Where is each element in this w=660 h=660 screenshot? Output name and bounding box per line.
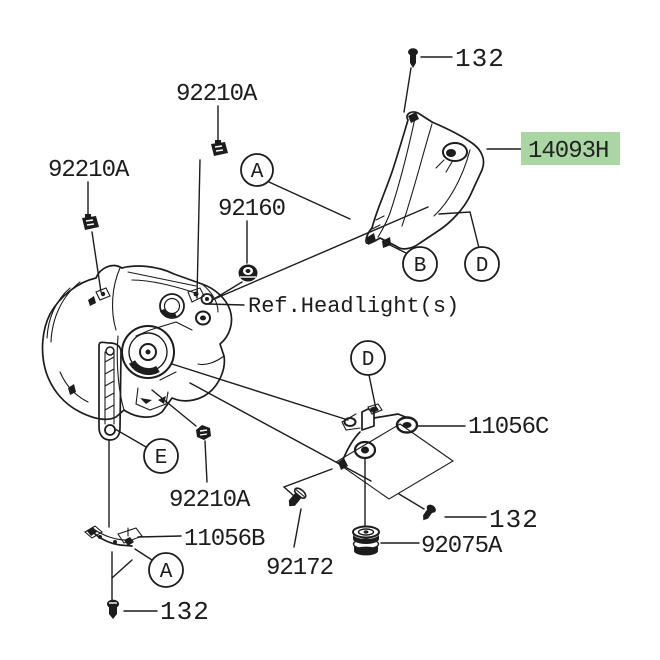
damper-92075a bbox=[352, 525, 380, 556]
callout-a-bottom-letter: A bbox=[160, 561, 173, 584]
highlighted-part-number: 14093H bbox=[528, 138, 608, 165]
part-label-92210a-left: 92210A bbox=[48, 157, 130, 184]
part-label-92172: 92172 bbox=[266, 555, 333, 582]
part-label-132-top: 132 bbox=[455, 44, 505, 74]
screw-132-top bbox=[408, 48, 418, 68]
part-label-92210a-lower: 92210A bbox=[169, 487, 251, 514]
clip-92210a-top bbox=[211, 140, 228, 156]
grommet-92160 bbox=[238, 264, 258, 282]
screw-132-bottom bbox=[107, 599, 119, 619]
callout-d-top: D bbox=[464, 246, 500, 282]
callout-b: B bbox=[402, 246, 438, 282]
callout-d-top-letter: D bbox=[476, 255, 489, 278]
part-label-ref-headlight: Ref.Headlight(s) bbox=[248, 294, 459, 319]
callout-a-top: A bbox=[240, 153, 274, 187]
callout-d-bottom: D bbox=[350, 340, 386, 376]
part-label-11056c: 11056C bbox=[468, 414, 549, 441]
part-label-92160: 92160 bbox=[218, 196, 285, 223]
highlighted-part-label-14093h[interactable]: 14093H bbox=[521, 132, 620, 165]
bracket-11056c-drawing bbox=[334, 403, 455, 500]
part-label-132-bottom: 132 bbox=[160, 597, 210, 627]
nut-92210a-lower bbox=[196, 425, 211, 440]
part-label-11056b: 11056B bbox=[184, 526, 265, 553]
clip-92210a-left bbox=[82, 214, 99, 230]
part-label-92210a-top: 92210A bbox=[176, 81, 258, 108]
highlight-box bbox=[521, 132, 620, 165]
callout-e: E bbox=[143, 438, 179, 474]
cover-part-drawing bbox=[365, 111, 485, 250]
leader-lines bbox=[87, 56, 522, 612]
bracket-11056b-drawing bbox=[84, 525, 143, 547]
callout-a-top-letter: A bbox=[251, 161, 264, 184]
part-label-132-right: 132 bbox=[489, 505, 539, 535]
callout-a-bottom: A bbox=[148, 552, 184, 588]
callout-e-letter: E bbox=[155, 447, 168, 470]
callout-d-bottom-letter: D bbox=[362, 349, 375, 372]
headlight-drawing bbox=[41, 264, 233, 441]
screw-92172 bbox=[288, 487, 307, 507]
part-label-92075a: 92075A bbox=[421, 533, 503, 560]
screw-132-right bbox=[423, 504, 436, 521]
callout-b-letter: B bbox=[414, 255, 427, 278]
